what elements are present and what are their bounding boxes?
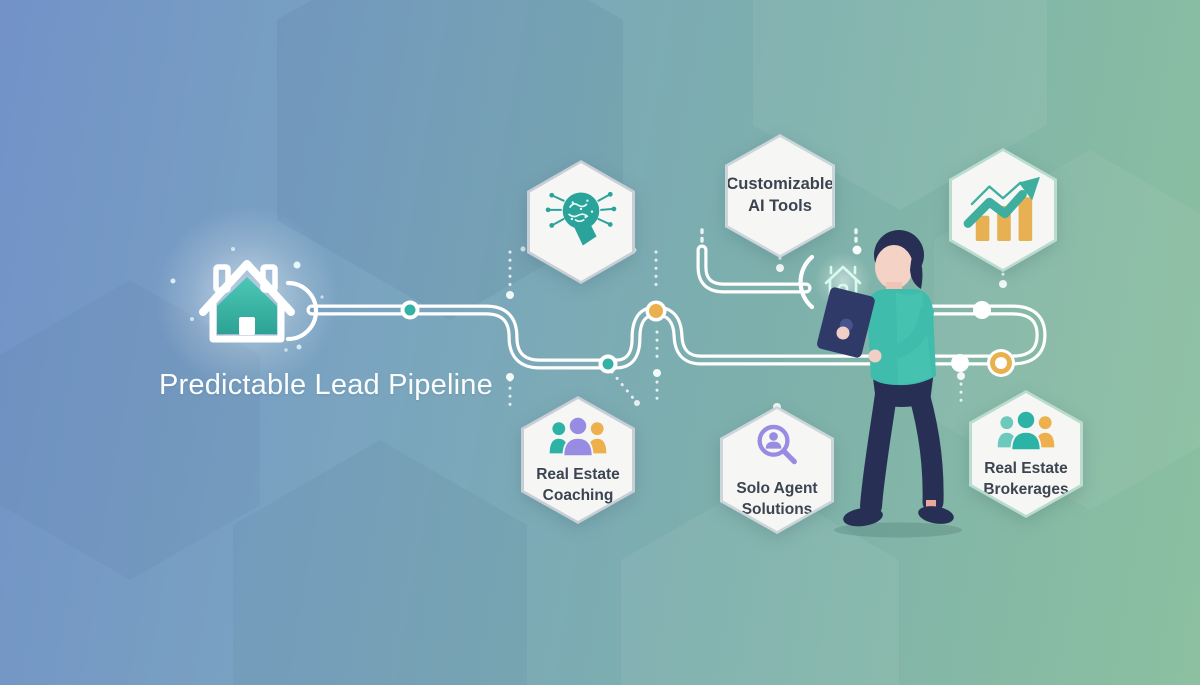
face: [875, 245, 913, 289]
hexagon-real-estate-brokerages: Real Estate Brokerages: [969, 390, 1083, 518]
shoe: [918, 506, 954, 524]
glowing-house-icon: [199, 260, 295, 343]
hexagon-real-estate-coaching: Real Estate Coaching: [521, 396, 635, 524]
hexagon-ai-brain: [527, 160, 635, 284]
pipeline-main: [306, 304, 1047, 370]
hexagon-customizable-ai-tools: Customizable AI Tools: [725, 134, 835, 258]
hexagon-label: Real Estate Coaching: [536, 466, 620, 504]
people-group-icon: [997, 409, 1055, 452]
small-glowing-house-icon: [814, 252, 872, 310]
hair: [874, 230, 924, 280]
shoe: [843, 507, 883, 527]
person-shadow: [834, 522, 962, 538]
growth-chart-icon: [963, 176, 1040, 241]
house-glow: [155, 206, 339, 390]
people-group-icon: [549, 415, 607, 458]
hand: [836, 326, 850, 340]
ai-brain-icon: [545, 191, 617, 246]
sweater: [867, 289, 936, 386]
hexagon-label: Real Estate Brokerages: [983, 460, 1069, 498]
start-arc: [285, 280, 319, 342]
tablet: [817, 287, 875, 358]
pipeline-nodes: [400, 300, 1015, 377]
sparkle-dots: [170, 247, 324, 352]
hexagon-label: Solo Agent Solutions: [736, 480, 818, 518]
agent-search-icon: [757, 424, 797, 465]
hexagon-label: Customizable AI Tools: [726, 175, 834, 215]
hexagon-growth-chart: [949, 148, 1057, 272]
delivery-arc: [798, 254, 815, 310]
hand: [868, 349, 882, 363]
hexagon-solo-agent-solutions: Solo Agent Solutions: [720, 406, 834, 534]
page-title: Predictable Lead Pipeline: [159, 369, 493, 401]
